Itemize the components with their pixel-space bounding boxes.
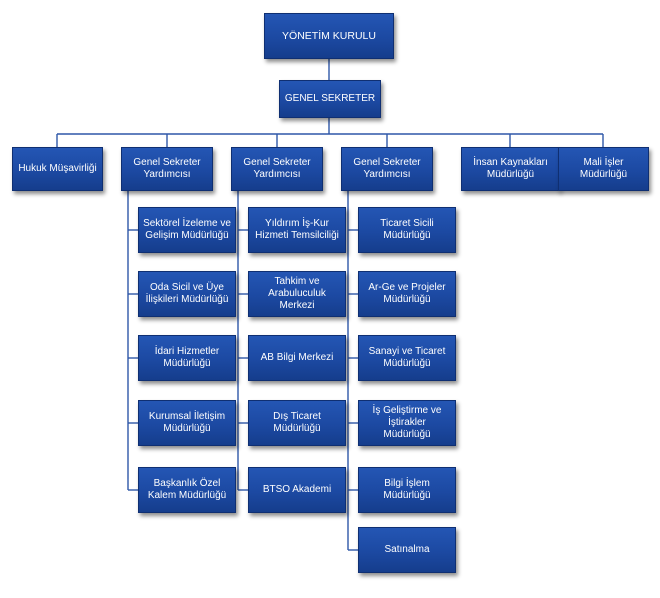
assistant-secretary-2-box: Genel Sekreter Yardımcısı	[231, 147, 323, 191]
board-box: YÖNETİM KURULU	[264, 13, 394, 59]
col3-unit-5-box: Bilgi İşlem Müdürlüğü	[358, 467, 456, 513]
col2-unit-3-box: AB Bilgi Merkezi	[248, 335, 346, 381]
finance-directorate-box: Mali İşler Müdürlüğü	[558, 147, 649, 191]
col3-unit-6-box: Satınalma	[358, 527, 456, 573]
legal-counsel-box: Hukuk Müşavirliği	[12, 147, 103, 191]
col3-unit-3-box: Sanayi ve Ticaret Müdürlüğü	[358, 335, 456, 381]
col1-unit-4-box: Kurumsal İletişim Müdürlüğü	[138, 400, 236, 446]
col2-unit-5-box: BTSO Akademi	[248, 467, 346, 513]
col3-unit-1-box: Ticaret Sicili Müdürlüğü	[358, 207, 456, 253]
col1-unit-2-box: Oda Sicil ve Üye İlişkileri Müdürlüğü	[138, 271, 236, 317]
col2-unit-1-box: Yıldırım İş-Kur Hizmeti Temsilciliği	[248, 207, 346, 253]
assistant-secretary-3-box: Genel Sekreter Yardımcısı	[341, 147, 433, 191]
col3-unit-4-box: İş Geliştirme ve İştirakler Müdürlüğü	[358, 400, 456, 446]
col2-unit-4-box: Dış Ticaret Müdürlüğü	[248, 400, 346, 446]
col1-unit-3-box: İdari Hizmetler Müdürlüğü	[138, 335, 236, 381]
col1-unit-1-box: Sektörel İzeleme ve Gelişim Müdürlüğü	[138, 207, 236, 253]
col3-unit-2-box: Ar-Ge ve Projeler Müdürlüğü	[358, 271, 456, 317]
col2-unit-2-box: Tahkim ve Arabuluculuk Merkezi	[248, 271, 346, 317]
assistant-secretary-1-box: Genel Sekreter Yardımcısı	[121, 147, 213, 191]
hr-directorate-box: İnsan Kaynakları Müdürlüğü	[461, 147, 560, 191]
secretary-box: GENEL SEKRETER	[279, 80, 381, 118]
col1-unit-5-box: Başkanlık Özel Kalem Müdürlüğü	[138, 467, 236, 513]
